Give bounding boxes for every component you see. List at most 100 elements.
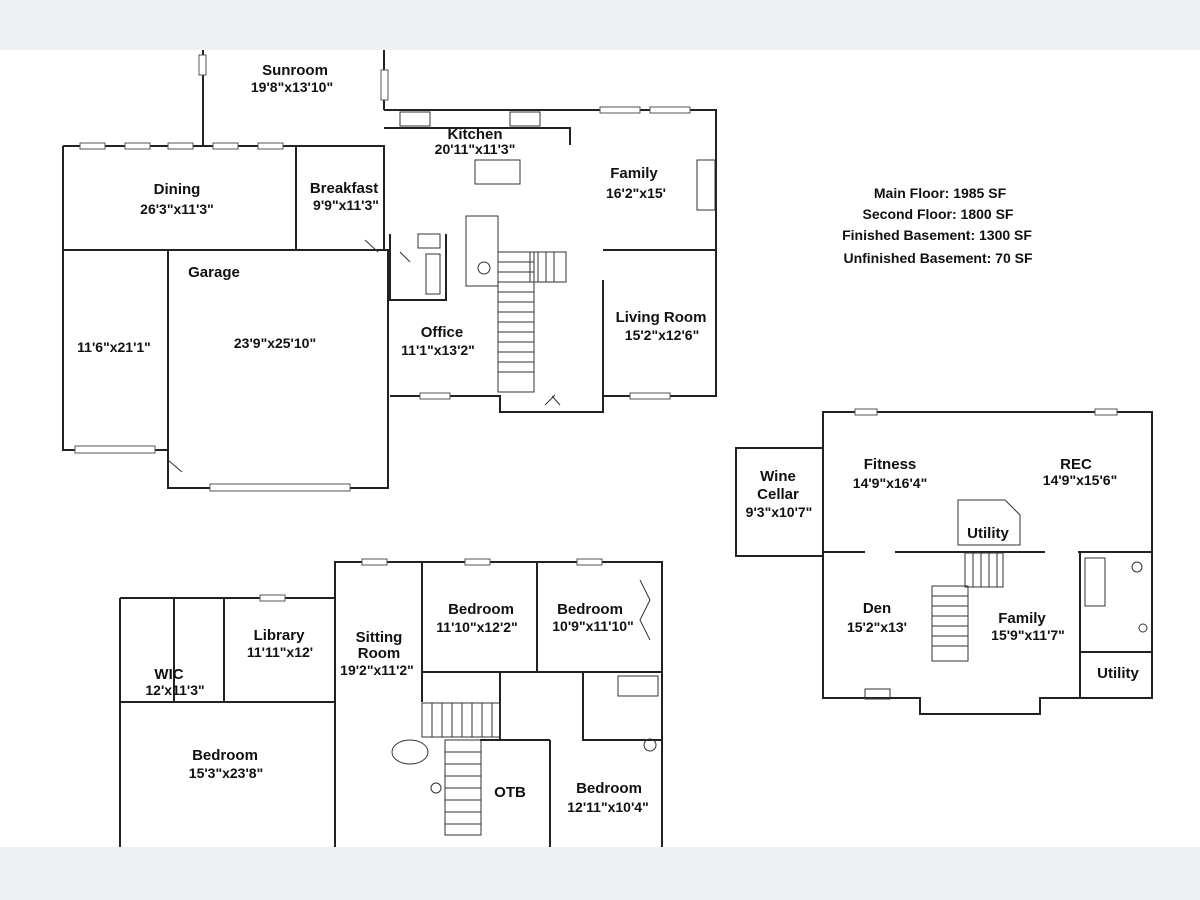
stair-treads [498, 261, 534, 373]
stair-treads [445, 751, 481, 825]
basement-window [864, 688, 891, 700]
bedroom-walls [334, 562, 662, 848]
room-label-living-room: Living Room [616, 309, 707, 326]
stair-landing [529, 251, 567, 283]
closet-walls [389, 234, 447, 301]
room-dims-bedroom: 12'11"x10'4" [567, 799, 648, 815]
room-label-sitting: Sitting [356, 629, 403, 646]
summary-main-floor: Main Floor: 1985 SF [874, 185, 1007, 201]
bottom-margin [0, 847, 1200, 900]
shower [1084, 557, 1106, 607]
room-label-family: Family [610, 165, 658, 182]
garage-door [209, 483, 351, 492]
family-living-divider [602, 249, 716, 396]
window [361, 558, 388, 566]
room-label-kitchen: Kitchen [447, 126, 502, 143]
stair-treads [972, 553, 998, 587]
wic-library-walls [120, 598, 335, 703]
window [380, 69, 389, 101]
window [649, 106, 691, 114]
room-dims-library: 11'11"x12' [247, 644, 313, 660]
room-label-cellar: Cellar [757, 486, 799, 503]
toilet-icon [1131, 561, 1143, 573]
room-dims-sunroom: 19'8"x13'10" [251, 79, 333, 95]
window [464, 558, 491, 566]
garage-walls [63, 249, 389, 489]
square-footage-summary: Main Floor: 1985 SF Second Floor: 1800 S… [842, 185, 1033, 266]
window [198, 54, 207, 76]
powder-room [465, 215, 499, 287]
window [257, 142, 284, 150]
window [576, 558, 603, 566]
window [629, 392, 671, 400]
room-dims-breakfast: 9'9"x11'3" [313, 197, 379, 213]
room-dims-kitchen: 20'11"x11'3" [435, 141, 516, 157]
room-label-garage: Garage [188, 264, 240, 281]
room-dims-family-basement: 15'9"x11'7" [991, 627, 1065, 643]
room-dims-family: 16'2"x15' [606, 185, 666, 201]
summary-unfinished-basement: Unfinished Basement: 70 SF [843, 250, 1032, 266]
room-dims-rec: 14'9"x15'6" [1043, 472, 1117, 488]
stair-landing [964, 552, 1004, 588]
window [1094, 408, 1118, 416]
window [167, 142, 194, 150]
stair-treads [932, 595, 968, 647]
room-label-bedroom: Bedroom [557, 601, 623, 618]
basement-walls [822, 411, 1153, 715]
basement-plan: Wine Cellar 9'3"x10'7" Fitness 14'9"x16'… [735, 408, 1153, 715]
room-label-bedroom: Bedroom [448, 601, 514, 618]
sink-icon [1138, 623, 1148, 633]
toilet-icon [430, 782, 442, 794]
room-label-utility: Utility [967, 525, 1009, 542]
room-label-breakfast: Breakfast [310, 180, 378, 197]
closet-shelf [425, 253, 441, 295]
room-label-otb: OTB [494, 784, 526, 801]
room-dims-wine-cellar: 9'3"x10'7" [746, 504, 813, 520]
room-label-room: Room [358, 645, 401, 662]
utility-walls [1079, 552, 1152, 698]
closet-doors [639, 579, 651, 641]
window [419, 392, 451, 400]
room-dims-bedroom: 11'10"x12'2" [436, 619, 517, 635]
main-house-walls [384, 109, 717, 413]
basement-stairs [931, 585, 969, 662]
toilet-icon [477, 261, 491, 275]
room-dims-garage: 23'9"x25'10" [234, 335, 316, 351]
kitchen-island [474, 159, 521, 185]
wine-cellar-walls [735, 447, 824, 557]
summary-second-floor: Second Floor: 1800 SF [863, 206, 1014, 222]
room-dims-living-room: 15'2"x12'6" [625, 327, 699, 343]
room-dims-office: 11'1"x13'2" [401, 342, 475, 358]
room-label-dining: Dining [154, 181, 201, 198]
closet-shelf [417, 233, 441, 249]
stair-treads [537, 252, 555, 282]
stair-treads [431, 703, 493, 737]
utility-enclosure [957, 499, 1021, 546]
garage-door [74, 445, 156, 454]
room-label-den: Den [863, 600, 891, 617]
room-dims-fitness: 14'9"x16'4" [853, 475, 927, 491]
door-swing [364, 239, 411, 263]
tub [617, 675, 659, 697]
window [599, 106, 641, 114]
bathtub [391, 739, 429, 765]
sink [399, 111, 431, 127]
kitchen-counter-wall [384, 127, 571, 145]
room-dims-garage-bay: 11'6"x21'1" [77, 339, 151, 355]
window [854, 408, 878, 416]
front-door-swing [544, 394, 561, 406]
room-label-bedroom: Bedroom [576, 780, 642, 797]
room-dims-sitting-room: 19'2"x11'2" [340, 662, 414, 678]
room-label-sunroom: Sunroom [262, 62, 328, 79]
room-label-utility-right: Utility [1097, 665, 1139, 682]
room-label-office: Office [421, 324, 464, 341]
toilet-icon [643, 738, 657, 752]
room-dims-wic: 12'x11'3" [145, 682, 204, 698]
room-label-wine: Wine [760, 468, 796, 485]
room-dims-bedroom: 10'9"x11'10" [552, 618, 633, 634]
window [124, 142, 151, 150]
fireplace [696, 159, 716, 211]
room-label-library: Library [254, 627, 306, 644]
upper-stairs [421, 702, 501, 738]
